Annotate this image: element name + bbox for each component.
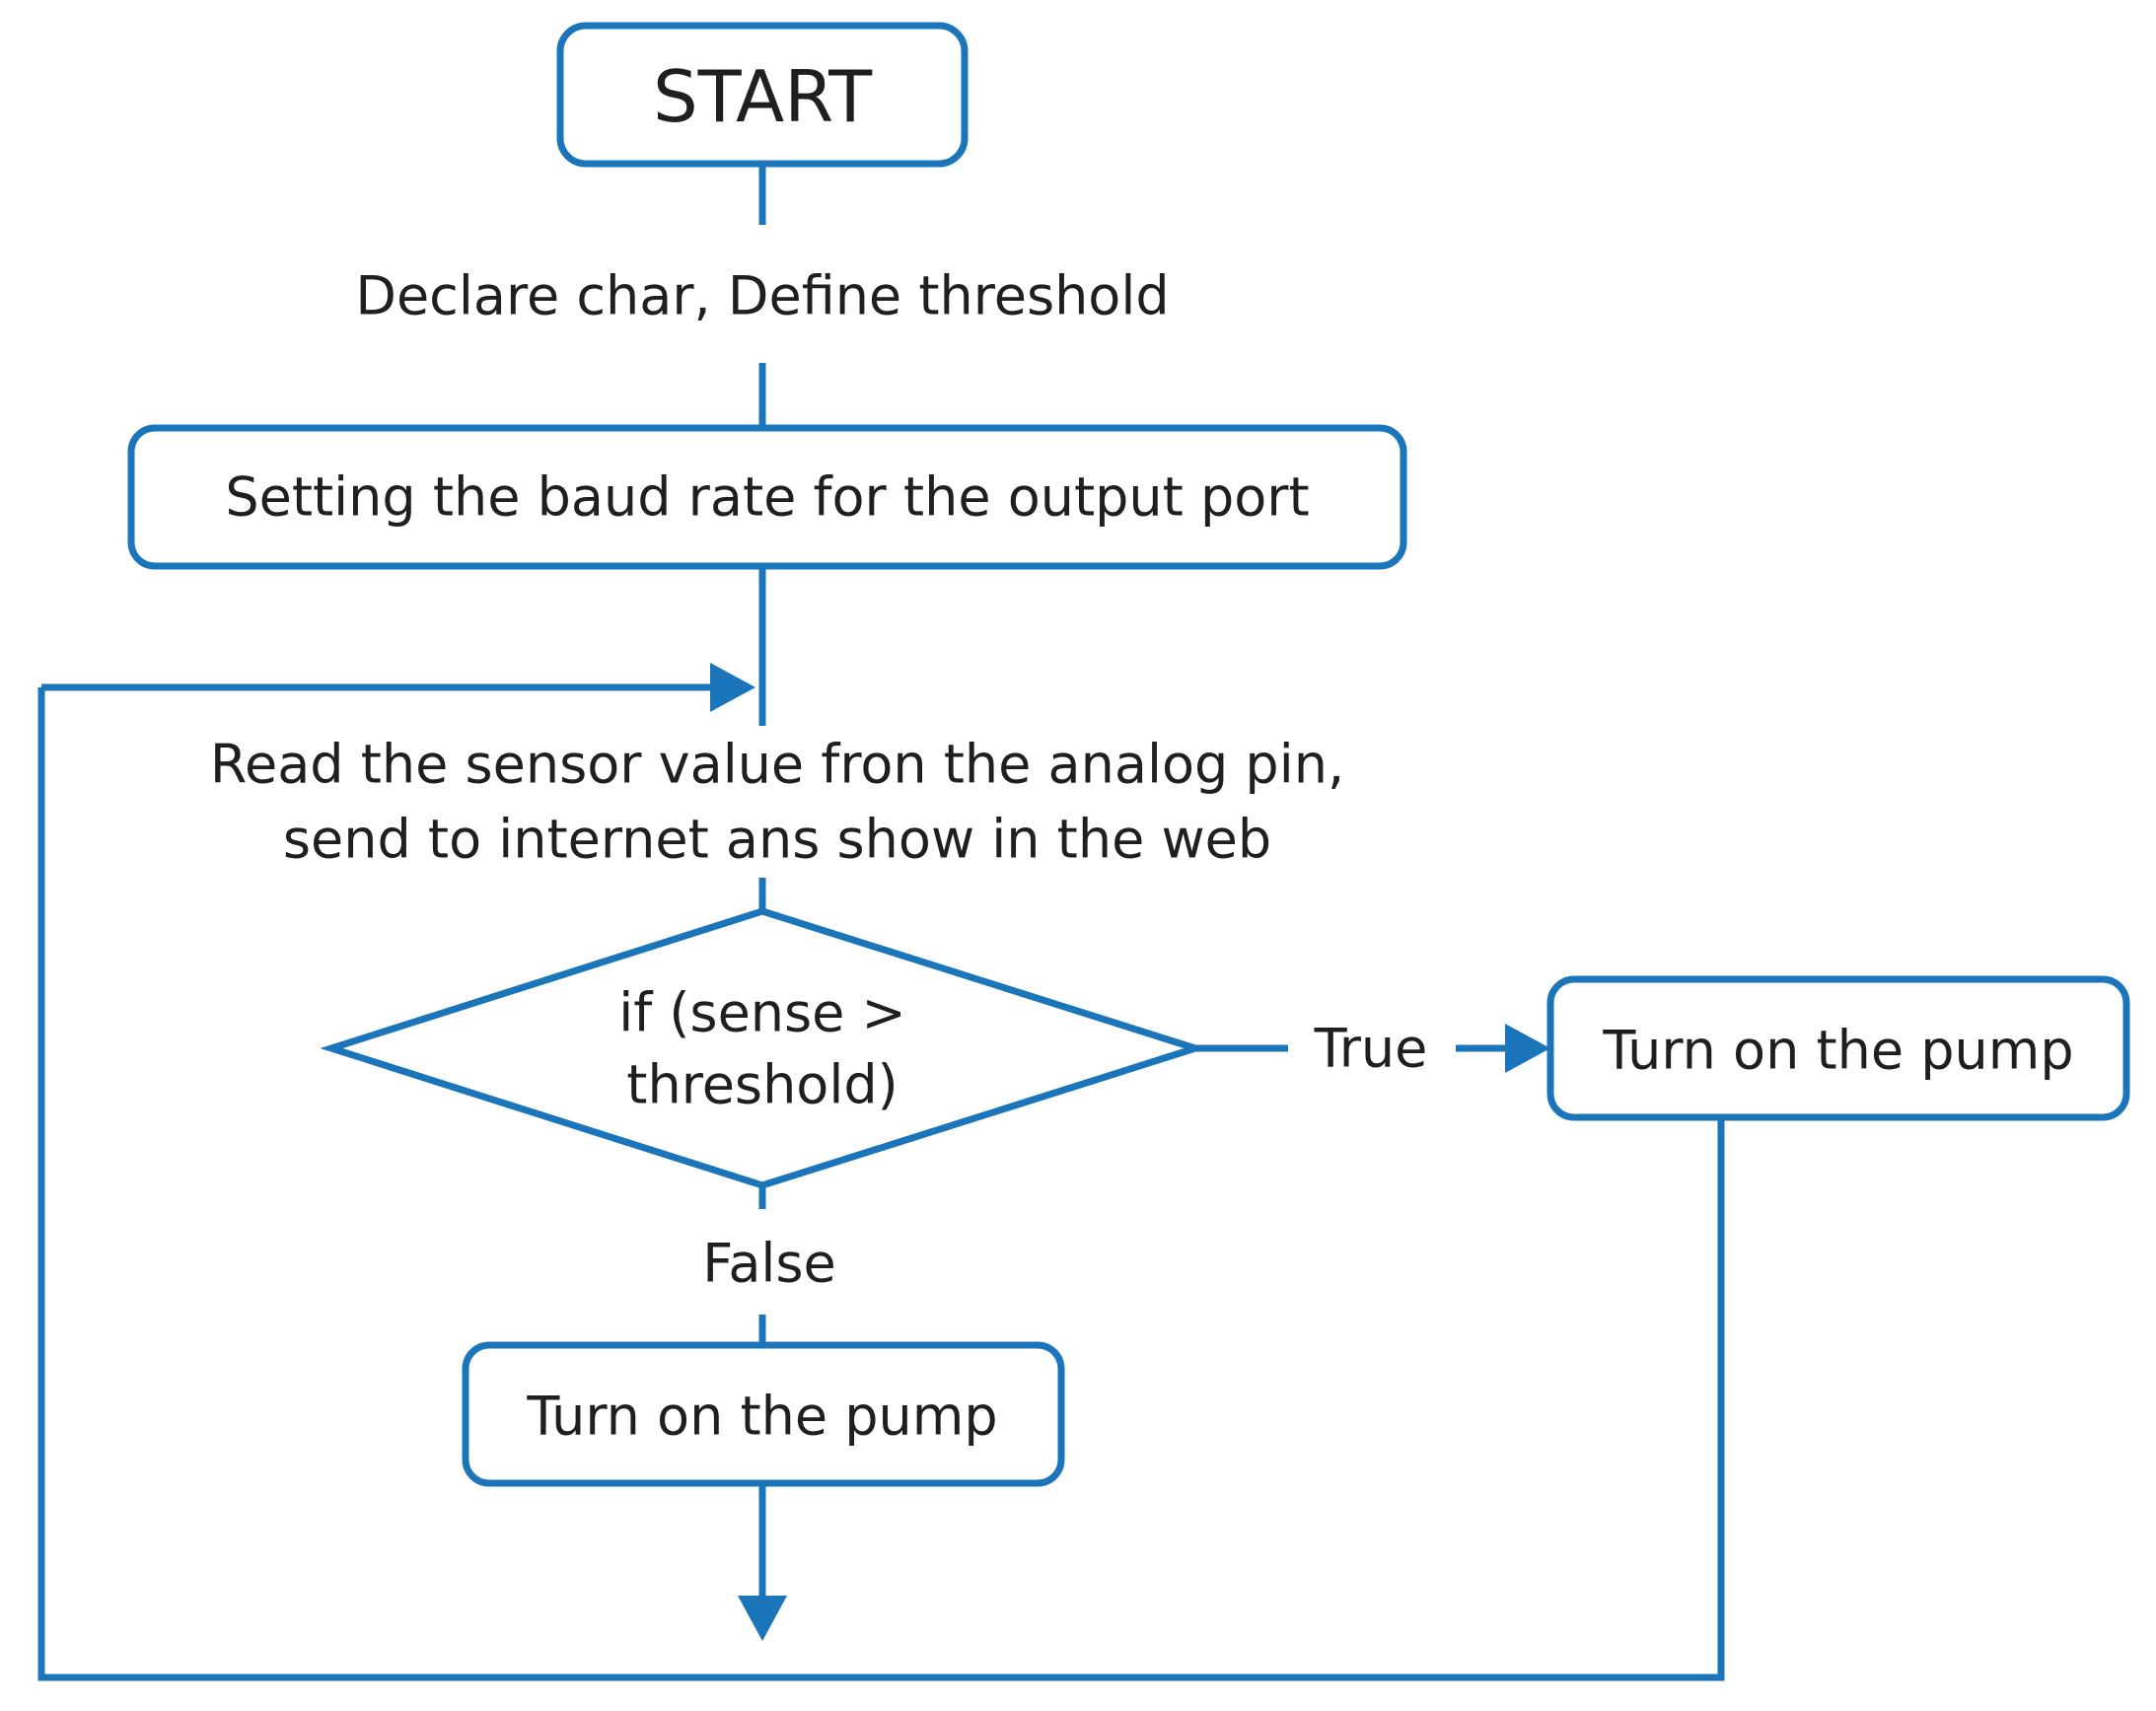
baud-rate-node: Setting the baud rate for the output por… [127, 424, 1407, 570]
true-action-label: Turn on the pump [1602, 1020, 2073, 1082]
false-down-arrowhead [738, 1596, 787, 1641]
decision-node: if (sense > threshold) [320, 907, 1207, 1189]
false-action-node: Turn on the pump [462, 1341, 1065, 1487]
false-branch-label: False [702, 1233, 836, 1295]
true-action-node: Turn on the pump [1546, 975, 2130, 1121]
true-branch-label: True [1314, 1018, 1428, 1080]
loop-entry-arrowhead [710, 663, 755, 712]
true-return-line [37, 687, 1725, 1681]
read-sensor-label-line2: send to internet ans show in the web [283, 809, 1271, 871]
start-label: START [653, 55, 873, 138]
decision-label-line1: if (sense > [618, 982, 906, 1044]
start-node: START [556, 22, 969, 168]
decision-label-line2: threshold) [626, 1054, 898, 1116]
true-branch-arrowhead [1505, 1024, 1550, 1073]
declare-step-label: Declare char, Define threshold [355, 265, 1169, 327]
false-action-label: Turn on the pump [526, 1386, 997, 1448]
read-sensor-label-line1: Read the sensor value fron the analog pi… [210, 734, 1344, 796]
baud-rate-label: Setting the baud rate for the output por… [225, 466, 1309, 529]
